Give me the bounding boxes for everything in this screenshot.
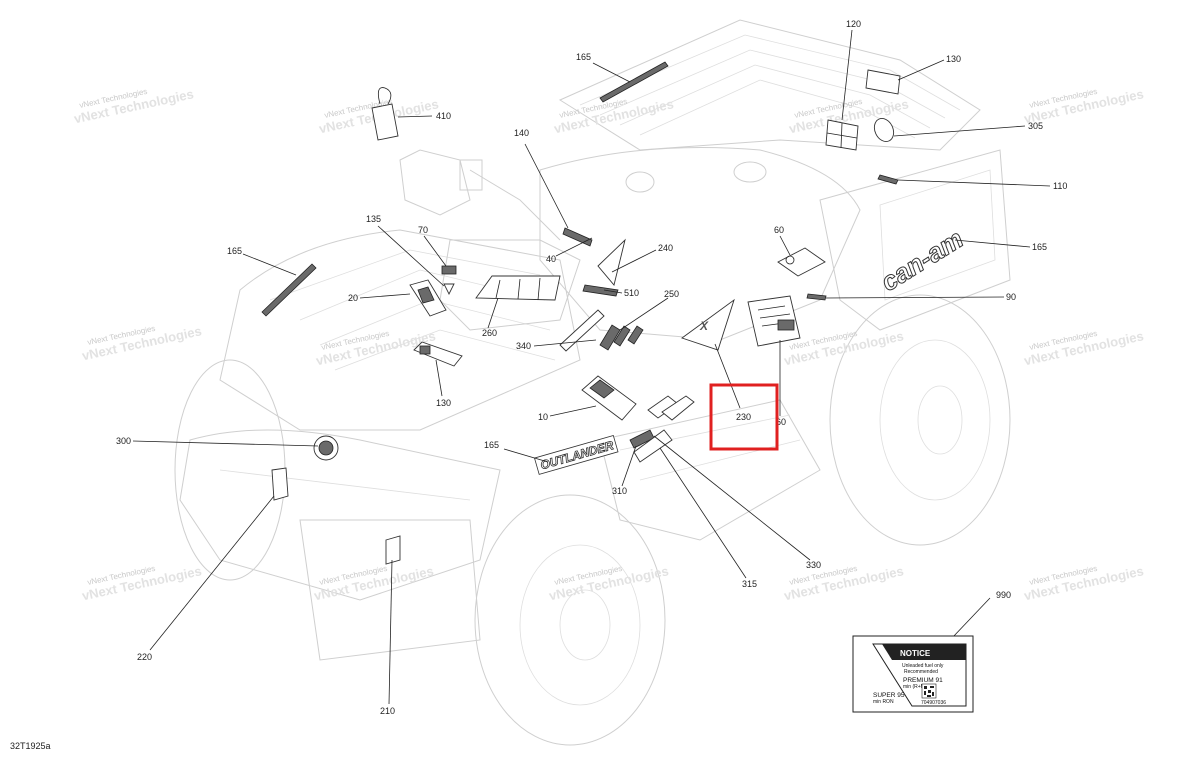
callout-60: 60 [776,417,786,427]
callout-340: 340 [516,341,531,351]
callout-315: 315 [742,579,757,589]
callout-510: 510 [624,288,639,298]
callout-165: 165 [227,246,242,256]
callout-250: 250 [664,289,679,299]
decal-135 [443,283,455,296]
decal-120 [825,119,859,151]
callout-90: 90 [1006,292,1016,302]
callout-20: 20 [348,293,358,303]
decal-60-top [777,247,826,277]
decal-305 [873,118,895,142]
callout-240: 240 [658,243,673,253]
notice-label: NOTICE Unleaded fuel only Recommended PR… [852,635,974,713]
callout-165: 165 [576,52,591,62]
callout-300: 300 [116,436,131,446]
highlight-box-230 [709,383,779,451]
callout-165: 165 [1032,242,1047,252]
callout-60: 60 [774,225,784,235]
decal-240 [597,238,626,286]
decal-165-front [261,263,317,317]
decal-90 [806,293,827,301]
brand-logo: can-am [875,223,968,297]
notice-line6: min RON [873,699,894,705]
callout-310: 310 [612,486,627,496]
decal-410 [371,103,399,141]
callout-140: 140 [514,128,529,138]
callout-305: 305 [1028,121,1043,131]
callout-230: 230 [736,412,751,422]
callout-110: 110 [1053,181,1067,191]
callout-990: 990 [996,590,1011,600]
qr-code [921,683,937,699]
svg-text:X: X [699,319,709,333]
callout-40: 40 [546,254,556,264]
leader-lines [132,29,1051,705]
callout-165: 165 [484,440,499,450]
model-logo-plate [533,434,619,475]
callout-10: 10 [538,412,548,422]
decal-210 [385,535,401,565]
diagram-code: 32T1925a [10,741,51,751]
notice-line2: Recommended [904,669,938,675]
callout-210: 210 [380,706,395,716]
callout-135: 135 [366,214,381,224]
decal-250 [559,309,605,352]
decal-130-top [865,69,901,95]
decal-140 [562,227,593,247]
decal-60-side [747,295,801,347]
callout-130: 130 [436,398,451,408]
callout-410: 410 [436,111,451,121]
notice-code: 704907036 [921,700,946,706]
decal-315 [633,429,673,463]
callout-70: 70 [418,225,428,235]
decal-165-top [599,61,669,103]
callout-120: 120 [846,19,861,29]
callout-330: 330 [806,560,821,570]
decal-10 [581,375,637,421]
decal-510 [582,284,619,297]
notice-line1: Unleaded fuel only [902,663,944,669]
callouts: 410 165 140 120 130 305 110 135 70 40 24… [116,19,1067,716]
callout-260: 260 [482,328,497,338]
decal-220 [271,467,289,501]
notice-line5: SUPER 95 [873,692,905,699]
decal-230 [681,298,735,351]
callout-130: 130 [946,54,961,64]
notice-line3: PREMIUM 91 [903,677,943,684]
notice-header: NOTICE [900,649,931,658]
notice-line4: min (R+M)/2 [903,684,931,690]
decal-110 [877,174,899,185]
callout-220: 220 [137,652,152,662]
decal-70 [441,265,457,275]
